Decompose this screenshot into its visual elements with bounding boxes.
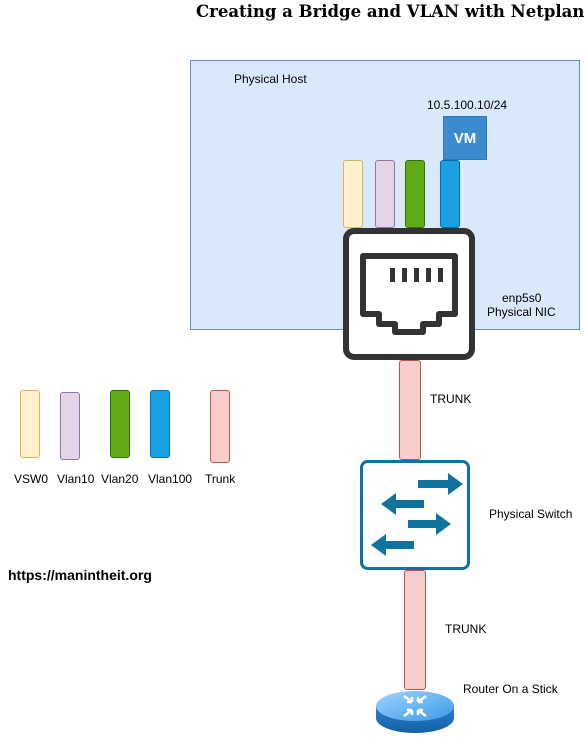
vm-box: VM	[443, 116, 487, 160]
physical-host-label: Physical Host	[234, 72, 307, 86]
diagram-title: Creating a Bridge and VLAN with Netplan	[196, 2, 585, 21]
legend-swatch-vlan20	[110, 390, 130, 458]
trunk-label-upper: TRUNK	[430, 392, 472, 406]
vlan10-interface	[375, 160, 395, 228]
trunk-link-upper	[399, 360, 421, 460]
legend-label-vsw0: VSW0	[14, 472, 49, 486]
legend-swatch-vsw0	[20, 390, 40, 458]
router-label: Router On a Stick	[463, 682, 558, 696]
network-switch-icon	[360, 460, 470, 570]
nic-name-label: enp5s0	[502, 291, 542, 305]
legend-swatch-vlan100	[150, 390, 170, 458]
ethernet-port-icon	[343, 228, 475, 360]
legend-label-trunk: Trunk	[205, 472, 236, 486]
nic-desc-label: Physical NIC	[487, 305, 556, 319]
vlan20-interface	[405, 160, 425, 228]
switch-label: Physical Switch	[489, 507, 573, 521]
trunk-link-lower	[404, 570, 426, 690]
trunk-label-lower: TRUNK	[445, 622, 487, 636]
legend-swatch-vlan10	[60, 392, 80, 460]
legend-label-vlan100: Vlan100	[148, 472, 193, 486]
router-icon	[376, 691, 454, 733]
website-url: https://manintheit.org	[8, 567, 152, 583]
legend-swatch-trunk	[210, 390, 230, 463]
vsw0-interface	[343, 160, 363, 228]
legend-label-vlan10: Vlan10	[57, 472, 95, 486]
vlan100-interface	[440, 160, 460, 228]
legend-label-vlan20: Vlan20	[101, 472, 139, 486]
vm-ip-label: 10.5.100.10/24	[427, 98, 508, 112]
